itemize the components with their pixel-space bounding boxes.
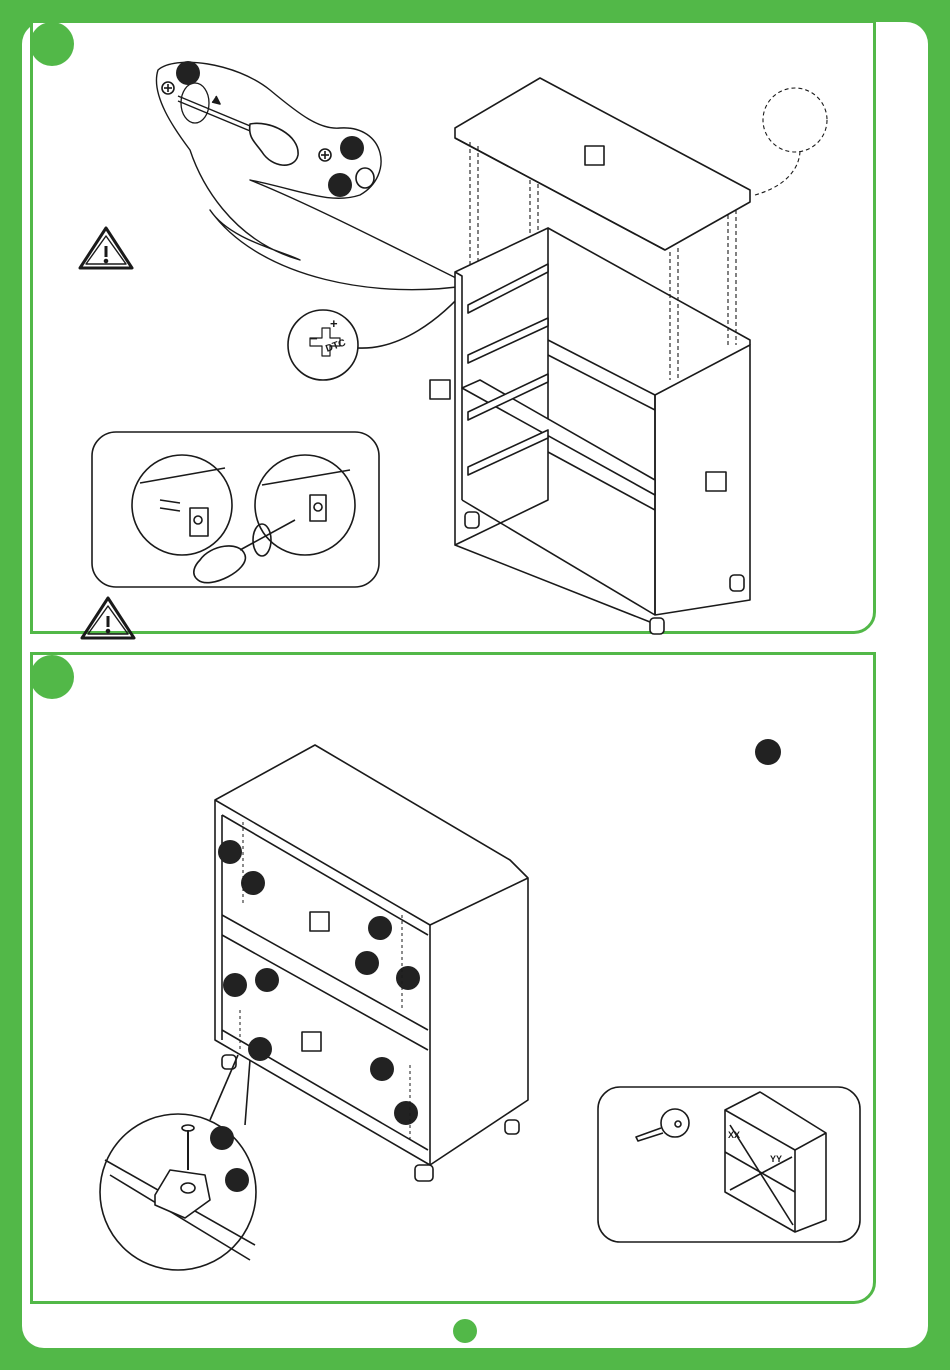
cabinet-carcass xyxy=(430,228,750,634)
dtc-mark-callout: DTC + − xyxy=(288,285,470,380)
minus-label: − xyxy=(310,331,318,346)
warning-triangle-icon xyxy=(80,228,132,268)
cam-lock-detail-box xyxy=(92,432,379,587)
diagonal-measure-box: XX YY xyxy=(598,1087,860,1242)
part-balloon xyxy=(176,61,200,85)
top-panel xyxy=(455,78,750,250)
plus-label: + xyxy=(330,316,338,331)
screw-detail-callout xyxy=(156,62,470,289)
part-balloon xyxy=(328,173,352,197)
warning-triangle-icon xyxy=(82,598,134,638)
measure-x-label: XX xyxy=(728,1130,740,1140)
part-balloon xyxy=(755,739,781,765)
screwdriver-icon xyxy=(178,83,298,165)
bracket-detail-callout xyxy=(100,1055,256,1270)
measure-y-label: YY xyxy=(770,1154,782,1164)
part-balloon xyxy=(340,136,364,160)
